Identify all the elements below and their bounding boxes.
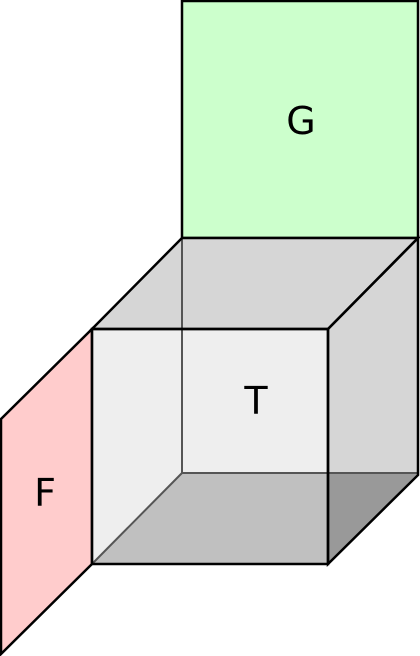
square-g [180,0,420,240]
label-g: G [286,99,315,143]
cube-top-face [92,238,418,329]
cube-edges [89,234,420,567]
label-t: T [243,379,268,423]
cube-back-edges [91,238,418,565]
label-f: F [34,471,56,515]
